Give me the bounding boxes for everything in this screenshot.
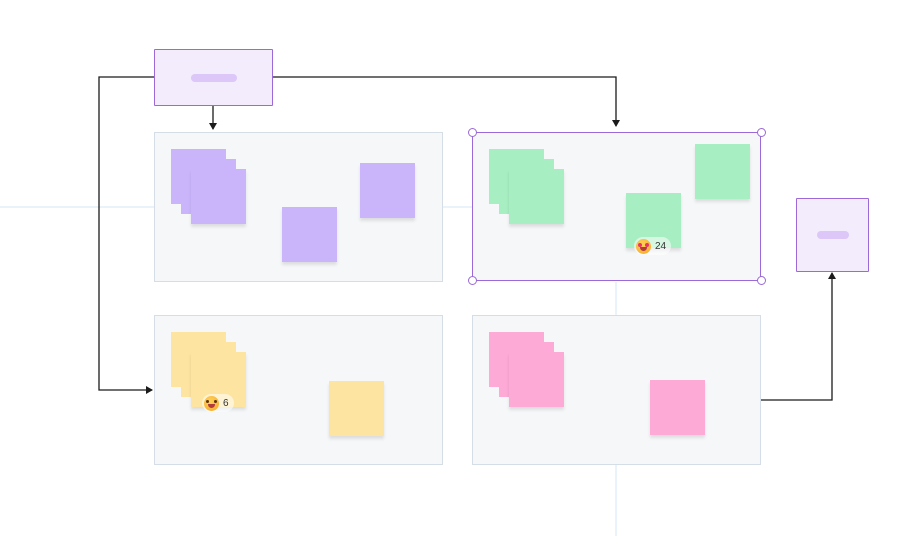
- sticky-note-pink[interactable]: [650, 380, 705, 435]
- reaction-count: 6: [223, 397, 229, 409]
- reaction-badge-green[interactable]: 24: [634, 237, 672, 255]
- top-node-label-placeholder: [191, 74, 237, 82]
- star-eyes-emoji-icon: [636, 238, 651, 254]
- right-node[interactable]: [796, 198, 869, 272]
- resize-handle-top-right[interactable]: [757, 128, 766, 137]
- top-node[interactable]: [154, 49, 273, 106]
- sticky-note-pink[interactable]: [509, 352, 564, 407]
- sticky-note-purple[interactable]: [360, 163, 415, 218]
- sticky-note-yellow[interactable]: [329, 381, 384, 436]
- sticky-note-purple[interactable]: [191, 169, 246, 224]
- sticky-note-green[interactable]: [509, 169, 564, 224]
- connector-top-to-green[interactable]: [272, 76, 620, 127]
- right-node-label-placeholder: [817, 231, 849, 239]
- resize-handle-bottom-left[interactable]: [468, 276, 477, 285]
- connector-pink-to-right[interactable]: [761, 272, 836, 401]
- resize-handle-bottom-right[interactable]: [757, 276, 766, 285]
- sticky-note-green[interactable]: [695, 144, 750, 199]
- reaction-count: 24: [655, 240, 667, 252]
- grinning-emoji-icon: [204, 395, 219, 411]
- resize-handle-top-left[interactable]: [468, 128, 477, 137]
- connector-top-to-yellow[interactable]: [98, 76, 154, 394]
- sticky-note-purple[interactable]: [282, 207, 337, 262]
- reaction-badge-yellow[interactable]: 6: [202, 394, 234, 412]
